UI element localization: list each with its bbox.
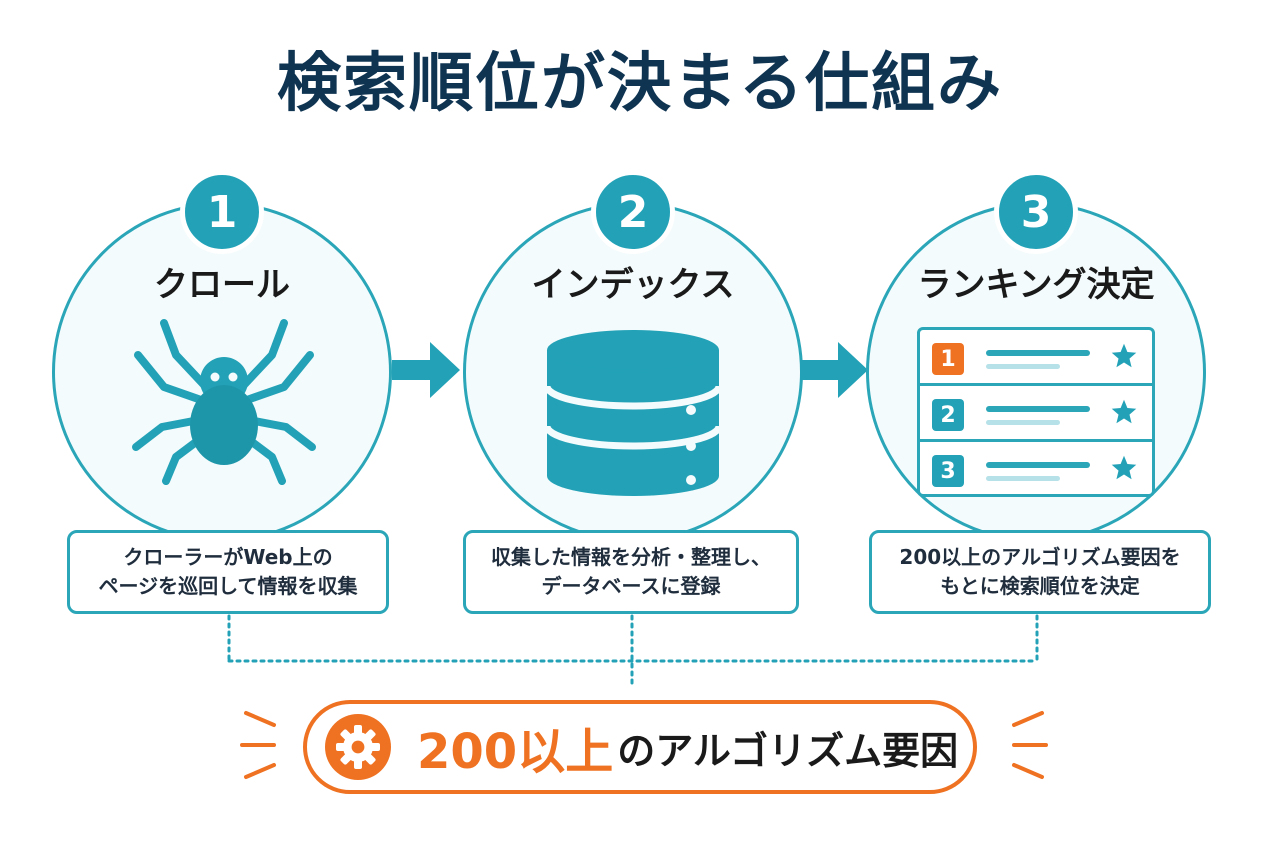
step-1-description: クローラーがWeb上の ページを巡回して情報を収集 xyxy=(67,530,389,614)
star-icon xyxy=(1111,343,1137,368)
arrow-right-icon xyxy=(392,342,460,398)
rank-line xyxy=(986,406,1090,412)
step-3-label: ランキング決定 xyxy=(917,265,1155,305)
algorithm-factor-text: 200以上 のアルゴリズム要因 xyxy=(417,704,958,790)
step-1-desc-line-2: ページを巡回して情報を収集 xyxy=(98,574,358,598)
rank-badge: 3 xyxy=(932,455,964,487)
rank-row: 2 xyxy=(920,386,1152,442)
step-1-desc-line-1: クローラーがWeb上の xyxy=(123,545,333,569)
ranking-list-icon: 1 2 3 xyxy=(917,327,1155,497)
step-1-label: クロール xyxy=(154,265,290,305)
step-3-description: 200以上のアルゴリズム要因を もとに検索順位を決定 xyxy=(869,530,1211,614)
diagram-title: 検索順位が決まる仕組み xyxy=(277,47,1003,121)
gear-icon xyxy=(325,714,391,780)
rank-line xyxy=(986,350,1090,356)
step-2-number: 2 xyxy=(591,170,675,254)
rank-row: 3 xyxy=(920,442,1152,498)
step-1-number: 1 xyxy=(180,170,264,254)
factor-rest: のアルゴリズム要因 xyxy=(617,728,959,773)
step-3-number: 3 xyxy=(994,170,1078,254)
step-2-desc-line-1: 収集した情報を分析・整理し、 xyxy=(491,545,771,569)
step-2-label: インデックス xyxy=(531,265,735,305)
rank-row: 1 xyxy=(920,330,1152,386)
burst-lines-right xyxy=(1012,711,1048,779)
factor-highlight: 200以上 xyxy=(417,724,614,780)
step-2-description: 収集した情報を分析・整理し、 データベースに登録 xyxy=(463,530,799,614)
spider-icon xyxy=(132,319,316,485)
database-icon xyxy=(543,330,723,496)
rank-line xyxy=(986,462,1090,468)
step-3-desc-line-1: 200以上のアルゴリズム要因を xyxy=(899,545,1181,569)
rank-badge: 1 xyxy=(932,343,964,375)
burst-lines-left xyxy=(240,711,276,779)
rank-badge: 2 xyxy=(932,399,964,431)
rank-line xyxy=(986,476,1060,481)
rank-line xyxy=(986,364,1060,369)
star-icon xyxy=(1111,455,1137,480)
rank-line xyxy=(986,420,1060,425)
arrow-right-icon xyxy=(800,342,868,398)
algorithm-factor-badge: 200以上 のアルゴリズム要因 xyxy=(303,700,977,794)
step-3-desc-line-2: もとに検索順位を決定 xyxy=(940,574,1140,598)
star-icon xyxy=(1111,399,1137,424)
step-2-desc-line-2: データベースに登録 xyxy=(541,574,721,598)
